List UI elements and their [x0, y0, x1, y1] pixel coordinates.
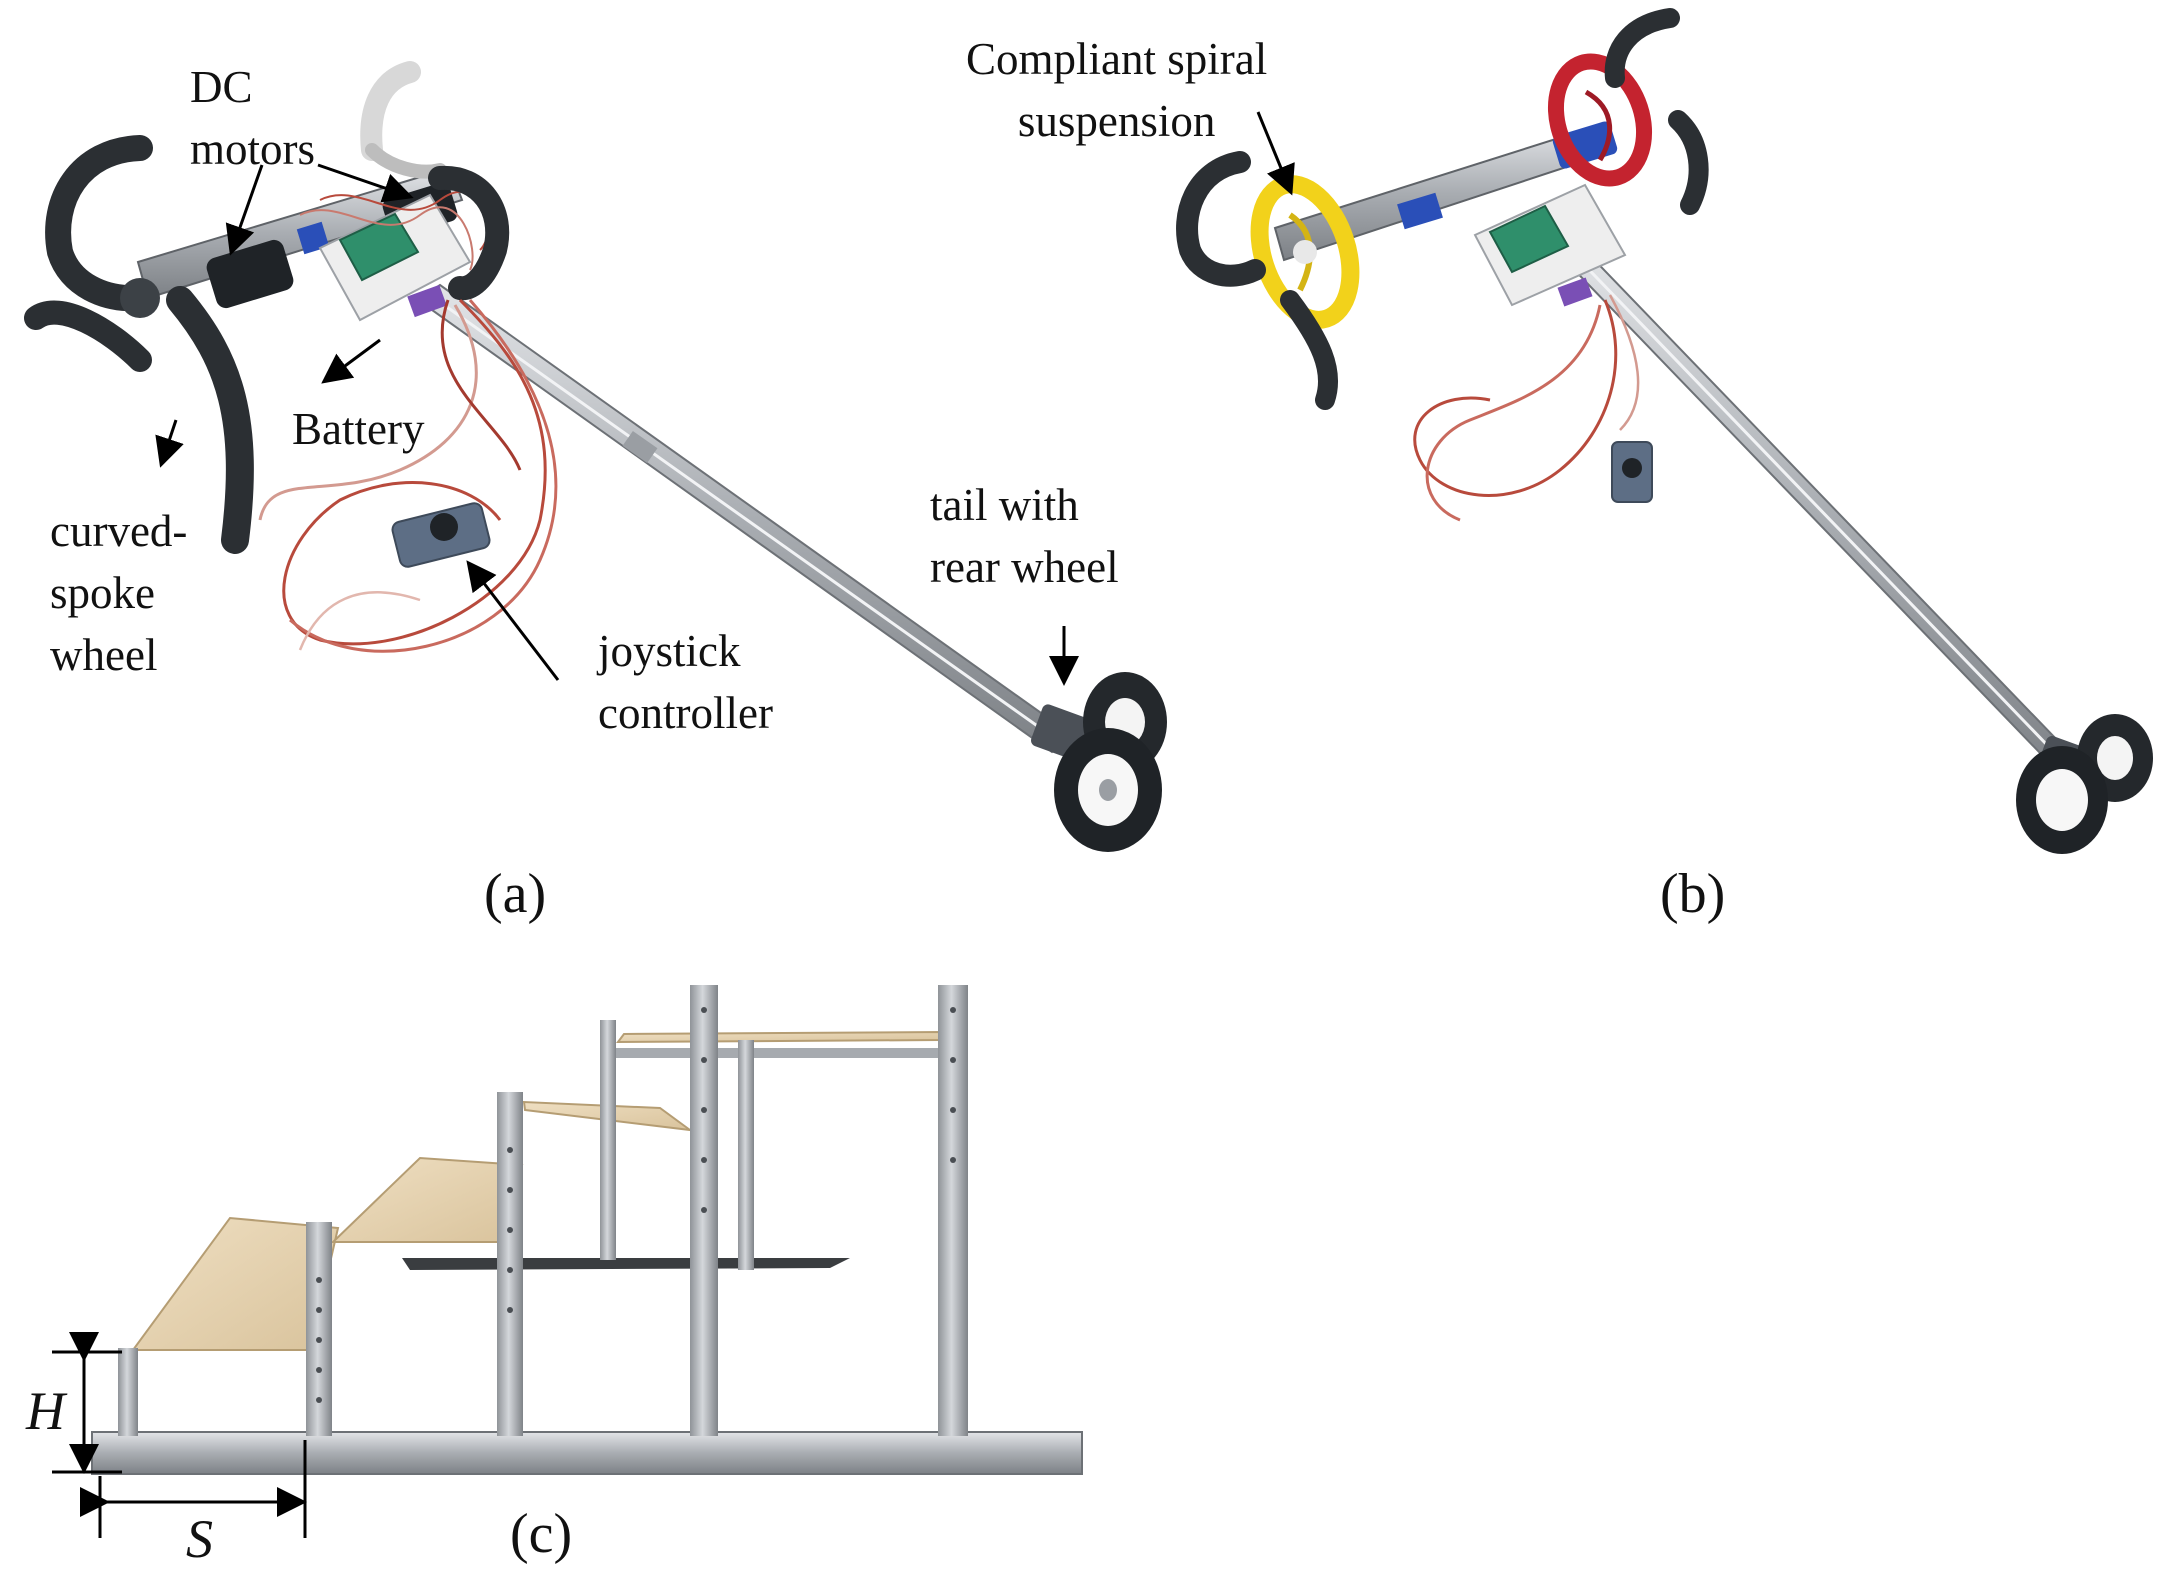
panel-b-robot	[1176, 8, 2153, 854]
label-curved-spoke-wheel-line-2: spoke	[50, 568, 155, 619]
curved-spoke-wheel-b-left	[1176, 151, 1339, 410]
wire-harness	[258, 298, 558, 653]
stair-tread-2	[330, 1156, 524, 1243]
stair-base-rail	[91, 1431, 1083, 1475]
curved-spoke-wheel-right	[360, 61, 510, 301]
label-dc-motors-line-2: motors	[190, 124, 316, 175]
axle-frame-b	[1273, 121, 1618, 262]
label-joystick-controller: joystick controller	[598, 620, 773, 744]
stair-tread-4	[615, 1030, 946, 1044]
rear-wheel-assembly-b	[2016, 714, 2153, 854]
electronics-box	[299, 190, 489, 322]
panel-label-c: (c)	[510, 1503, 573, 1565]
stair-post-3	[497, 1092, 523, 1436]
label-compliant-spiral-line-2: suspension	[1017, 96, 1216, 147]
label-joystick-controller-line-2: controller	[598, 688, 773, 739]
label-tail-rear-wheel: tail with rear wheel	[930, 474, 1119, 598]
label-battery: Battery	[292, 404, 425, 454]
arrow-battery	[321, 338, 381, 384]
dimension-label-h: H	[26, 1381, 65, 1441]
label-tail-rear-wheel-line-1: tail with	[930, 480, 1079, 530]
stair-post-2	[306, 1222, 332, 1436]
panel-label-a: (a)	[484, 863, 547, 925]
joystick-controller-b	[1611, 441, 1653, 503]
label-curved-spoke-wheel: curved- spoke wheel	[50, 500, 187, 686]
panel-label-b: (b)	[1660, 863, 1726, 925]
dimension-height-marker	[52, 1332, 122, 1474]
stair-post-7	[938, 985, 968, 1436]
stair-post-6	[738, 1040, 754, 1270]
arrow-dc-motors-left	[225, 164, 264, 256]
arrow-dc-motors-right	[317, 163, 414, 203]
compliant-spiral-suspension-red	[1547, 53, 1653, 187]
label-curved-spoke-wheel-line-3: wheel	[50, 630, 158, 681]
arrow-compliant-spiral	[1256, 111, 1295, 196]
label-compliant-spiral-line-1: Compliant spiral	[966, 34, 1268, 84]
tail-rod-b	[1558, 243, 2088, 782]
stair-tread-1	[131, 1216, 340, 1351]
label-compliant-spiral-suspension: Compliant spiral suspension	[966, 28, 1267, 152]
wire-harness-b	[1413, 294, 1640, 522]
label-dc-motors: DC motors	[190, 56, 315, 180]
stair-post-1	[118, 1348, 138, 1436]
curved-spoke-wheel-left	[24, 135, 254, 554]
stair-post-4	[600, 1020, 616, 1260]
arrow-joystick-controller	[466, 560, 560, 681]
label-tail-rear-wheel-line-2: rear wheel	[930, 542, 1119, 593]
label-joystick-controller-line-1: joystick	[598, 626, 741, 676]
stair-lower-tread	[402, 1258, 850, 1270]
curved-spoke-wheel-b-right	[1604, 8, 1709, 215]
electronics-box-b	[1473, 183, 1627, 307]
rear-wheel-assembly	[1031, 672, 1167, 852]
joystick-controller	[391, 502, 491, 568]
panel-a-robot	[24, 61, 1167, 852]
panel-c-stair-testbed	[52, 985, 1083, 1538]
dimension-label-s: S	[186, 1509, 213, 1569]
arrow-curved-spoke-wheel	[155, 419, 184, 468]
label-curved-spoke-wheel-line-1: curved-	[50, 506, 188, 556]
dimension-spacing-marker	[80, 1440, 307, 1538]
label-dc-motors-line-1: DC	[190, 62, 253, 112]
